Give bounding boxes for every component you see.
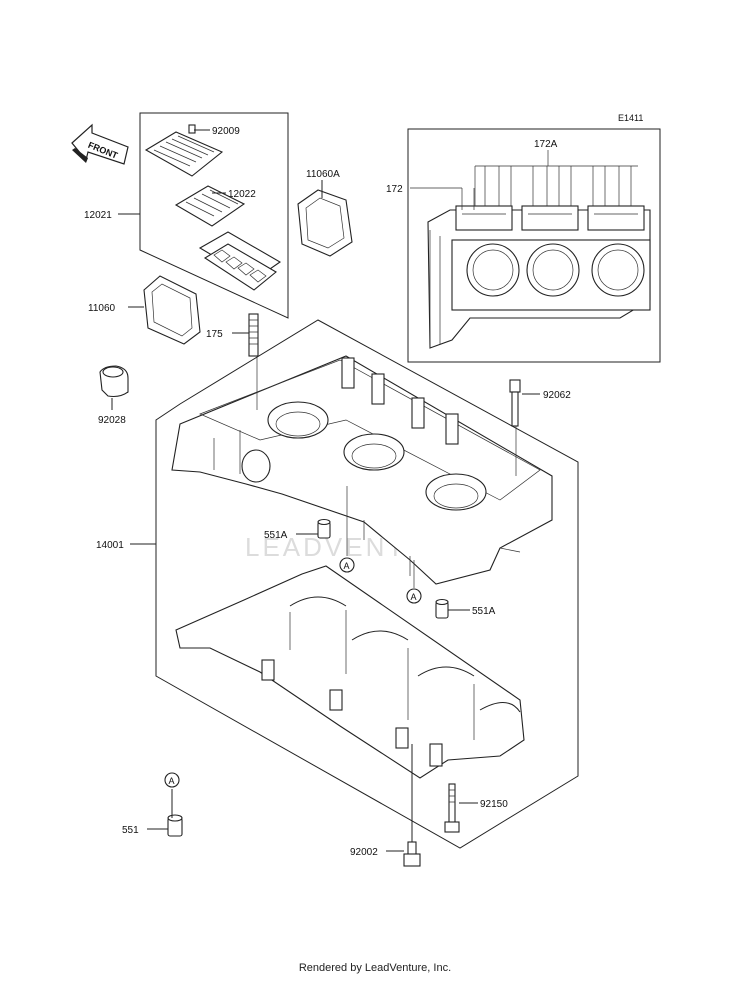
cap-92028 [99,365,129,398]
callout-92009: 92009 [212,126,240,137]
stud-175 [248,313,259,357]
reed-valve-cage [198,231,282,291]
callout-12022: 12022 [228,189,256,200]
cylinder-block-detail [427,205,651,349]
bolt-92150 [444,783,460,833]
callout-11060: 11060 [88,303,116,314]
ref-marker-a2: A [406,588,422,604]
gasket-11060 [143,275,201,345]
callout-92028: 92028 [98,415,126,426]
front-arrow-icon: FRONT [71,123,129,165]
bolt-92002 [403,841,421,867]
bolt-92062 [509,379,521,427]
ref-marker-a3: A [164,772,180,788]
callout-175: 175 [206,329,223,340]
callout-14001: 14001 [96,540,124,551]
upper-crankcase [171,355,553,585]
callout-551: 551 [122,825,139,836]
dowel-551a-left [317,518,331,539]
callout-172: 172 [386,184,403,195]
reed-petals [174,185,246,227]
lower-crankcase [175,565,525,779]
callout-12021: 12021 [84,210,112,221]
crankcase-group-box [155,319,579,849]
dowel-551a-right [435,598,449,619]
ref-marker-a1: A [339,557,355,573]
callout-92150: 92150 [480,799,508,810]
reed-stopper-plate [144,124,224,177]
callout-551a-left: 551A [264,530,288,541]
callout-172a: 172A [534,139,558,150]
cylinder-inset-box [407,128,661,363]
callout-11060a: 11060A [306,169,340,180]
diagram-code: E1411 [618,113,643,123]
gasket-11060a [297,189,353,257]
172a-leader [474,150,638,206]
footer-credit: Rendered by LeadVenture, Inc. [298,962,452,974]
callout-551a-right: 551A [472,606,496,617]
172-leader [410,187,475,210]
dowel-551 [167,814,183,837]
callout-92062: 92062 [543,390,571,401]
svg-text:A: A [411,592,417,602]
reed-valve-group-box [139,112,289,319]
svg-text:A: A [169,776,175,786]
callout-92002: 92002 [350,847,378,858]
svg-text:A: A [344,561,350,571]
